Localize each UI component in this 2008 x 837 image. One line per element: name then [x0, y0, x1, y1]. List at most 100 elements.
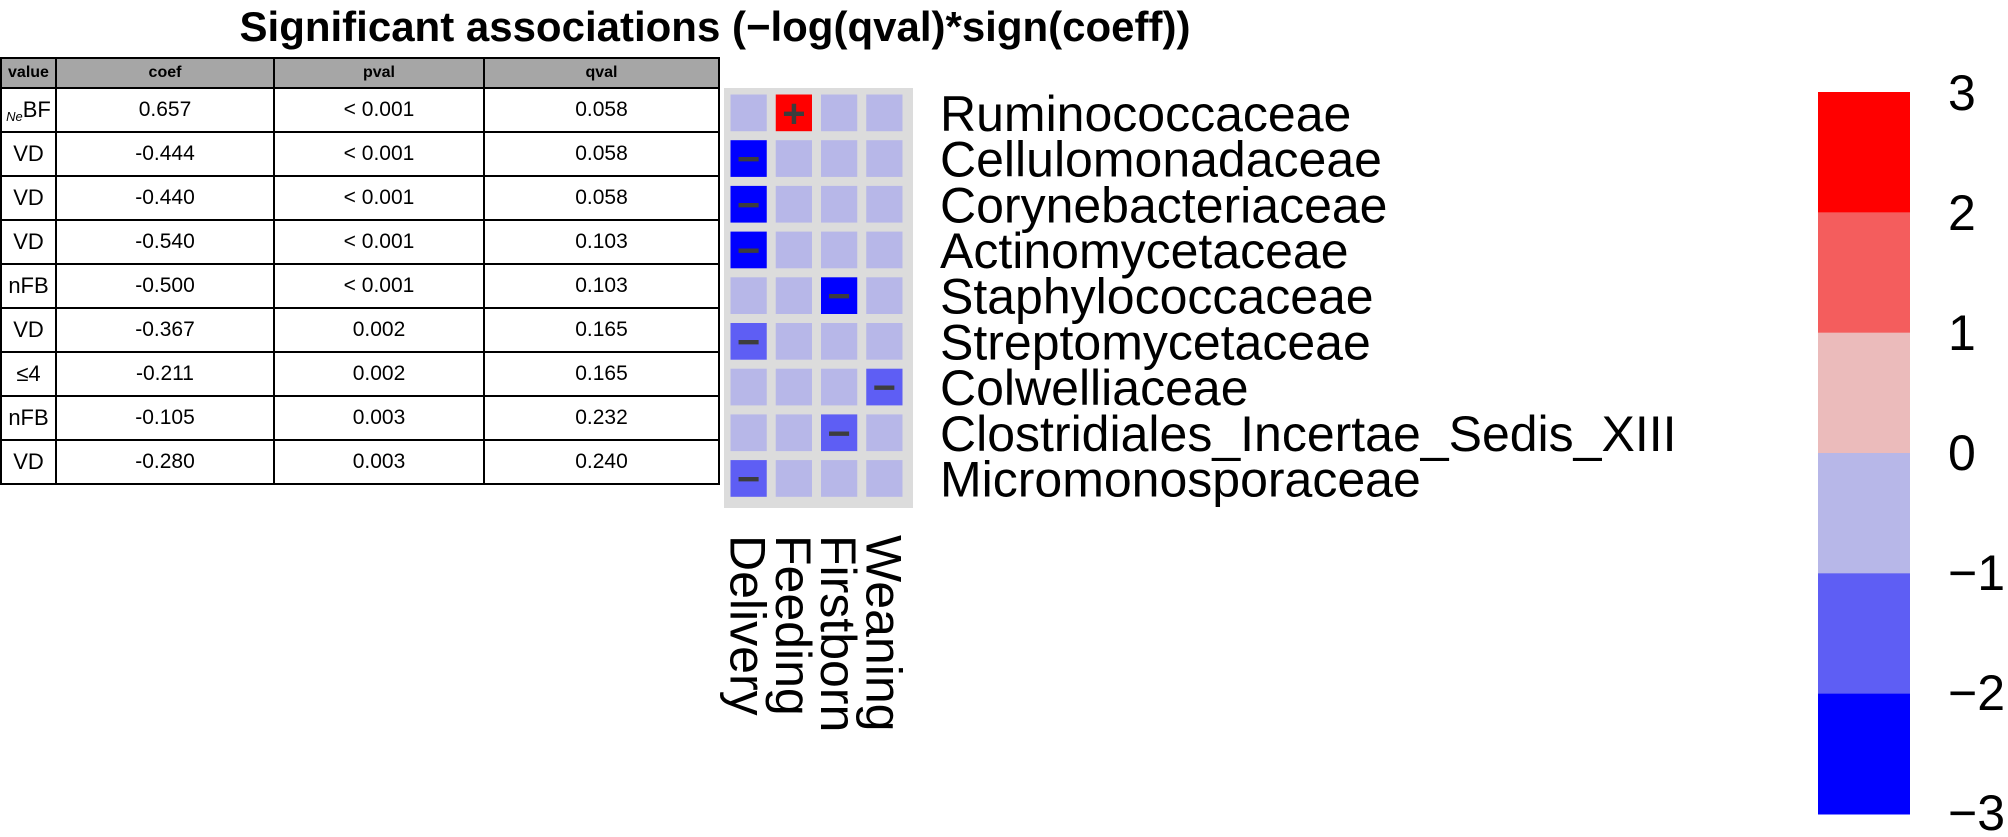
header-pval: pval — [273, 57, 485, 89]
cell-coef: -0.280 — [55, 439, 275, 485]
heatmap-cell — [725, 272, 772, 319]
cell-value: ≤4 — [0, 351, 57, 397]
cell-value: NeBF — [0, 87, 57, 133]
table-header-row: value coef pval qval — [0, 57, 720, 89]
cell-coef: -0.105 — [55, 395, 275, 441]
heatmap-cell — [816, 226, 863, 274]
cell-qval: 0.240 — [483, 439, 720, 485]
cell-pval: 0.002 — [273, 351, 485, 397]
row-label: Clostridiales_Incertae_Sedis_XIII — [940, 406, 1677, 462]
cell-value: VD — [0, 307, 57, 353]
column-label: Weaning — [855, 535, 911, 731]
cell-sign-mark: − — [737, 320, 760, 364]
cell-qval: 0.165 — [483, 307, 720, 353]
row-label: Actinomycetaceae — [940, 223, 1349, 279]
cell-qval: 0.058 — [483, 131, 720, 177]
cell-coef: 0.657 — [55, 87, 275, 133]
cell-pval: < 0.001 — [273, 175, 485, 221]
heatmap-cell — [725, 135, 772, 182]
heatmap-cell — [770, 226, 817, 274]
cell-value: nFB — [0, 263, 57, 309]
heatmap-cell — [816, 135, 863, 182]
heatmap-cell — [725, 363, 772, 411]
cell-value: VD — [0, 175, 57, 221]
heatmap-cell — [770, 89, 817, 137]
heatmap-cell — [770, 455, 817, 502]
heatmap-cell — [816, 89, 863, 137]
cell-value: VD — [0, 219, 57, 265]
heatmap-cell — [725, 318, 772, 365]
cell-coef: -0.440 — [55, 175, 275, 221]
header-coef: coef — [55, 57, 275, 89]
column-label: Delivery — [720, 535, 776, 716]
cell-sign-mark: − — [827, 412, 850, 456]
cell-sign-mark: − — [873, 366, 896, 410]
heatmap-cell — [725, 409, 772, 457]
heatmap-cells: +−−−−−−−− — [725, 89, 908, 502]
cell-sign-mark: − — [827, 275, 850, 319]
cell-value: VD — [0, 439, 57, 485]
column-label: Feeding — [765, 535, 821, 716]
column-label: Firstborn — [810, 535, 866, 732]
heatmap-cell — [816, 180, 863, 228]
heatmap-cell — [816, 455, 863, 502]
cell-pval: 0.002 — [273, 307, 485, 353]
row-labels: RuminococcaceaeCellulomonadaceaeCoryneba… — [940, 86, 1677, 508]
heatmap-cell — [861, 226, 908, 274]
heatmap-cell — [861, 180, 908, 228]
row-label: Streptomycetaceae — [940, 314, 1371, 370]
row-label: Corynebacteriaceae — [940, 177, 1388, 233]
row-label: Staphylococcaceae — [940, 269, 1374, 325]
header-qval: qval — [483, 57, 720, 89]
heatmap-cell — [770, 272, 817, 319]
cell-pval: 0.003 — [273, 395, 485, 441]
cell-pval: 0.003 — [273, 439, 485, 485]
heatmap-cell — [725, 89, 772, 137]
cell-coef: -0.540 — [55, 219, 275, 265]
heatmap-cell — [861, 409, 908, 457]
cell-qval: 0.232 — [483, 395, 720, 441]
heatmap-cell — [770, 363, 817, 411]
cell-value: nFB — [0, 395, 57, 441]
heatmap-cell — [770, 135, 817, 182]
cell-qval: 0.103 — [483, 219, 720, 265]
cell-sign-mark: − — [737, 138, 760, 182]
cell-pval: < 0.001 — [273, 263, 485, 309]
heatmap-cell — [725, 455, 772, 502]
heatmap-cell — [861, 363, 908, 411]
cell-value-text: BF — [22, 96, 51, 122]
chart-title: Significant associations (−log(qval)*sig… — [239, 3, 1191, 50]
heatmap-cell — [725, 226, 772, 274]
header-value: value — [0, 57, 57, 89]
row-label: Cellulomonadaceae — [940, 132, 1382, 188]
cell-coef: -0.500 — [55, 263, 275, 309]
cell-pval: < 0.001 — [273, 131, 485, 177]
cell-sign-mark: − — [737, 183, 760, 227]
cell-sign-mark: − — [737, 457, 760, 501]
row-label: Micromonosporaceae — [940, 451, 1421, 507]
cell-qval: 0.165 — [483, 351, 720, 397]
row-label: Colwelliaceae — [940, 360, 1249, 416]
heatmap-cell — [861, 318, 908, 365]
cell-sign-mark: + — [782, 92, 805, 136]
heatmap-cell — [816, 363, 863, 411]
heatmap-cell — [770, 180, 817, 228]
heatmap-cell — [861, 455, 908, 502]
cell-pval: < 0.001 — [273, 87, 485, 133]
cell-coef: -0.367 — [55, 307, 275, 353]
cell-value-prefix: Ne — [6, 108, 23, 124]
cell-value: VD — [0, 131, 57, 177]
heatmap-cell — [816, 272, 863, 319]
